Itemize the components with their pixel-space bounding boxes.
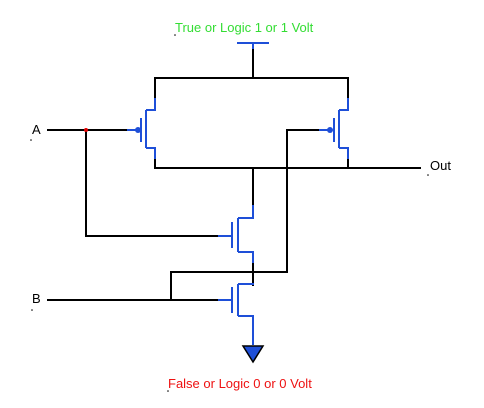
- output-label: Out: [430, 158, 451, 173]
- input-a-dot: [30, 139, 32, 141]
- pmos-transistor-icon: [318, 98, 349, 160]
- input-a-label: A: [32, 122, 41, 137]
- input-b-label: B: [32, 291, 41, 306]
- ground-triangle-icon: [241, 345, 265, 364]
- supply-label: True or Logic 1 or 1 Volt: [175, 20, 314, 35]
- junction-dot: [84, 128, 88, 132]
- ground-label: False or Logic 0 or 0 Volt: [168, 376, 312, 391]
- vdd-rail-icon: [237, 42, 269, 51]
- input-b-dot: [31, 309, 33, 311]
- supply-wire: [154, 49, 349, 99]
- supply-label-dot: [174, 34, 176, 36]
- ground-label-dot: [167, 390, 169, 392]
- nmos-transistor-icon: [218, 283, 254, 345]
- input-a-wire: [47, 129, 219, 237]
- output-wire: [154, 159, 421, 206]
- output-label-dot: [427, 174, 429, 176]
- input-b-gate-wire: [170, 129, 319, 301]
- pmos-transistor-icon: [126, 98, 156, 160]
- nmos-transistor-icon: [218, 205, 254, 264]
